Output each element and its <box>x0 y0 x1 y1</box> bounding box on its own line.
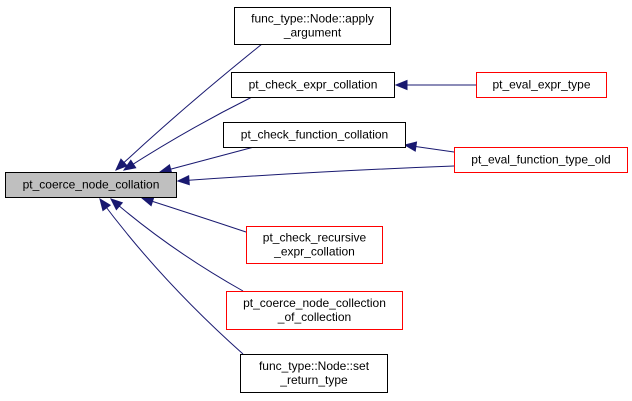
edge-line <box>110 198 244 292</box>
node-pt-coerce-node-collection-of-collection[interactable]: pt_coerce_node_collection_of_collection <box>226 291 403 330</box>
edge-pt-coerce-node-collection-of-collection-to-pt-coerce-node-collation <box>110 198 244 292</box>
node-box <box>223 122 406 148</box>
edge-func-type-node-apply-argument-to-pt-coerce-node-collation <box>115 43 263 171</box>
edge-arrowhead <box>176 174 190 186</box>
node-label: func_type::Node::set <box>259 359 370 373</box>
edge-pt-check-recursive-expr-collation-to-pt-coerce-node-collation <box>140 196 247 233</box>
node-label: _expr_collation <box>273 245 355 259</box>
node-label: _return_type <box>279 373 348 387</box>
node-box <box>240 354 388 393</box>
node-label: pt_check_recursive <box>263 231 367 245</box>
edge-arrowhead <box>140 196 155 207</box>
node-label: func_type::Node::apply <box>251 12 374 26</box>
edge-line <box>99 198 244 355</box>
node-label: pt_coerce_node_collection <box>243 296 386 310</box>
node-label: _argument <box>283 26 342 40</box>
node-pt-check-function-collation[interactable]: pt_check_function_collation <box>223 122 406 148</box>
edge-pt-eval-expr-type-to-pt-check-expr-collation <box>394 79 476 91</box>
node-pt-check-expr-collation[interactable]: pt_check_expr_collation <box>231 72 395 98</box>
node-box <box>226 291 403 330</box>
node-label: _of_collection <box>277 310 351 324</box>
node-func-type-node-apply-argument[interactable]: func_type::Node::apply_argument <box>234 7 391 45</box>
edge-func-type-node-set-return-type-to-pt-coerce-node-collation <box>99 197 244 355</box>
edges-layer <box>99 43 476 355</box>
node-pt-eval-function-type-old[interactable]: pt_eval_function_type_old <box>454 147 628 173</box>
node-box <box>454 147 628 173</box>
edge-line <box>141 197 247 233</box>
node-func-type-node-set-return-type[interactable]: func_type::Node::set_return_type <box>240 354 388 393</box>
edge-pt-eval-function-type-old-to-pt-check-function-collation <box>403 141 455 153</box>
node-box <box>246 226 383 264</box>
edge-line <box>177 165 455 182</box>
node-pt-eval-expr-type[interactable]: pt_eval_expr_type <box>476 72 607 98</box>
node-label: pt_eval_expr_type <box>492 78 590 92</box>
node-label: pt_eval_function_type_old <box>471 153 610 167</box>
edge-line <box>115 43 263 171</box>
edge-arrowhead <box>110 198 124 211</box>
edge-arrowhead <box>394 79 408 91</box>
node-pt-coerce-node-collation: pt_coerce_node_collation <box>5 172 177 198</box>
edge-line <box>123 96 253 171</box>
edge-arrowhead <box>99 197 112 212</box>
node-box <box>5 172 177 198</box>
node-pt-check-recursive-expr-collation[interactable]: pt_check_recursive_expr_collation <box>246 226 383 264</box>
node-label: pt_check_function_collation <box>241 128 388 142</box>
node-box <box>234 7 391 45</box>
nodes-layer: pt_coerce_node_collationfunc_type::Node:… <box>5 7 628 393</box>
node-box <box>476 72 607 98</box>
edge-arrowhead <box>122 159 137 171</box>
node-label: pt_coerce_node_collation <box>23 178 160 192</box>
edge-line <box>159 146 255 173</box>
edge-pt-eval-function-type-old-to-pt-coerce-node-collation <box>176 165 455 186</box>
edge-pt-check-expr-collation-to-pt-coerce-node-collation <box>122 96 253 171</box>
node-box <box>231 72 395 98</box>
edge-arrowhead <box>403 141 418 152</box>
node-label: pt_check_expr_collation <box>249 78 378 92</box>
edge-arrowhead <box>115 158 128 171</box>
edge-pt-check-function-collation-to-pt-coerce-node-collation <box>158 146 255 175</box>
